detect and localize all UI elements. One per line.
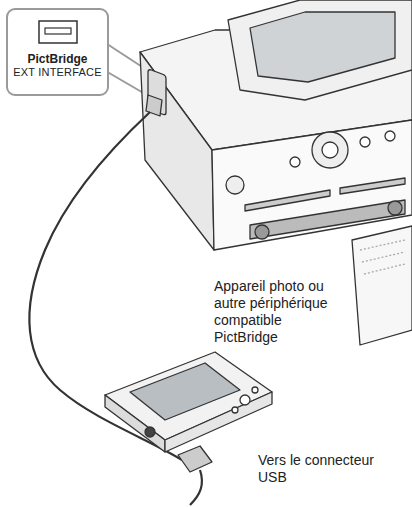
usb-port-icon [38, 20, 78, 44]
port-name: PictBridge [8, 52, 107, 66]
port-subtitle: EXT INTERFACE [8, 66, 107, 78]
caption-label: Vers le connecteur USB [258, 452, 398, 486]
callout-box: PictBridgeEXT INTERFACE [6, 8, 109, 96]
caption-label: Appareil photo ou autre périphérique com… [214, 278, 346, 346]
